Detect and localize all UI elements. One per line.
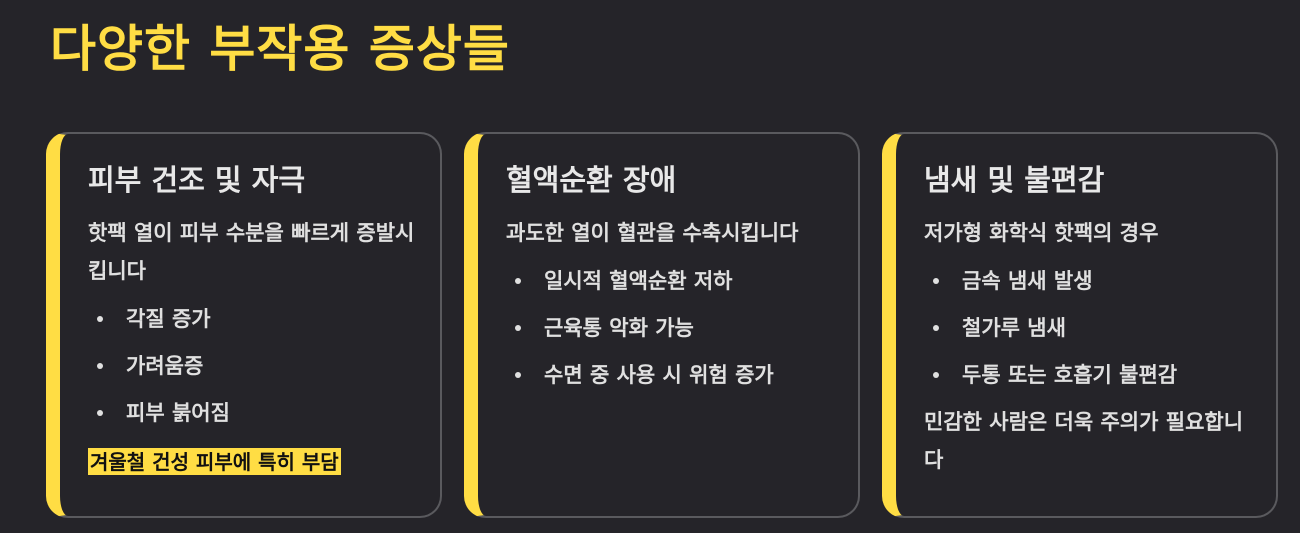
bullet-icon <box>97 316 103 322</box>
card-note: 민감한 사람은 더욱 주의가 필요합니다 <box>924 410 1244 472</box>
list-item-label: 근육통 악화 가능 <box>544 316 694 340</box>
symptom-list: 금속 냄새 발생 철가루 냄새 두통 또는 호흡기 불편감 <box>924 258 1256 399</box>
list-item-label: 수면 중 사용 시 위험 증가 <box>544 363 774 387</box>
card-circulation: 혈액순환 장애 과도한 열이 혈관을 수축시킵니다 일시적 혈액순환 저하 근육… <box>464 132 860 518</box>
list-item-label: 피부 붉어짐 <box>126 401 230 425</box>
list-item-label: 금속 냄새 발생 <box>962 269 1093 293</box>
list-item: 금속 냄새 발생 <box>924 258 1256 305</box>
bullet-icon <box>933 372 939 378</box>
highlight-note: 겨울철 건성 피부에 특히 부담 <box>88 448 341 475</box>
list-item-label: 가려움증 <box>126 354 204 378</box>
bullet-icon <box>97 410 103 416</box>
page-title: 다양한 부작용 증상들 <box>50 20 510 78</box>
bullet-icon <box>515 278 521 284</box>
bullet-icon <box>933 325 939 331</box>
symptom-list: 각질 증가 가려움증 피부 붉어짐 <box>88 296 420 437</box>
list-item-label: 일시적 혈액순환 저하 <box>544 269 733 293</box>
list-item: 일시적 혈액순환 저하 <box>506 258 838 305</box>
card-description: 저가형 화학식 핫팩의 경우 <box>924 221 1159 245</box>
list-item: 피부 붉어짐 <box>88 390 420 437</box>
bullet-icon <box>515 325 521 331</box>
list-item-label: 두통 또는 호흡기 불편감 <box>962 363 1178 387</box>
list-item: 철가루 냄새 <box>924 305 1256 352</box>
symptom-list: 일시적 혈액순환 저하 근육통 악화 가능 수면 중 사용 시 위험 증가 <box>506 258 838 399</box>
bullet-icon <box>933 278 939 284</box>
card-skin-dryness: 피부 건조 및 자극 핫팩 열이 피부 수분을 빠르게 증발시킵니다 각질 증가… <box>46 132 442 518</box>
bullet-icon <box>97 363 103 369</box>
list-item: 각질 증가 <box>88 296 420 343</box>
card-odor-discomfort: 냄새 및 불편감 저가형 화학식 핫팩의 경우 금속 냄새 발생 철가루 냄새 … <box>882 132 1278 518</box>
card-title: 피부 건조 및 자극 <box>88 163 306 197</box>
card-title: 혈액순환 장애 <box>506 163 677 197</box>
bullet-icon <box>515 372 521 378</box>
card-description: 핫팩 열이 피부 수분을 빠르게 증발시킵니다 <box>88 221 415 283</box>
list-item-label: 철가루 냄새 <box>962 316 1066 340</box>
list-item: 근육통 악화 가능 <box>506 305 838 352</box>
list-item: 가려움증 <box>88 343 420 390</box>
list-item: 수면 중 사용 시 위험 증가 <box>506 352 838 399</box>
card-description: 과도한 열이 혈관을 수축시킵니다 <box>506 221 799 245</box>
list-item-label: 각질 증가 <box>126 307 211 331</box>
card-title: 냄새 및 불편감 <box>924 163 1105 197</box>
list-item: 두통 또는 호흡기 불편감 <box>924 352 1256 399</box>
